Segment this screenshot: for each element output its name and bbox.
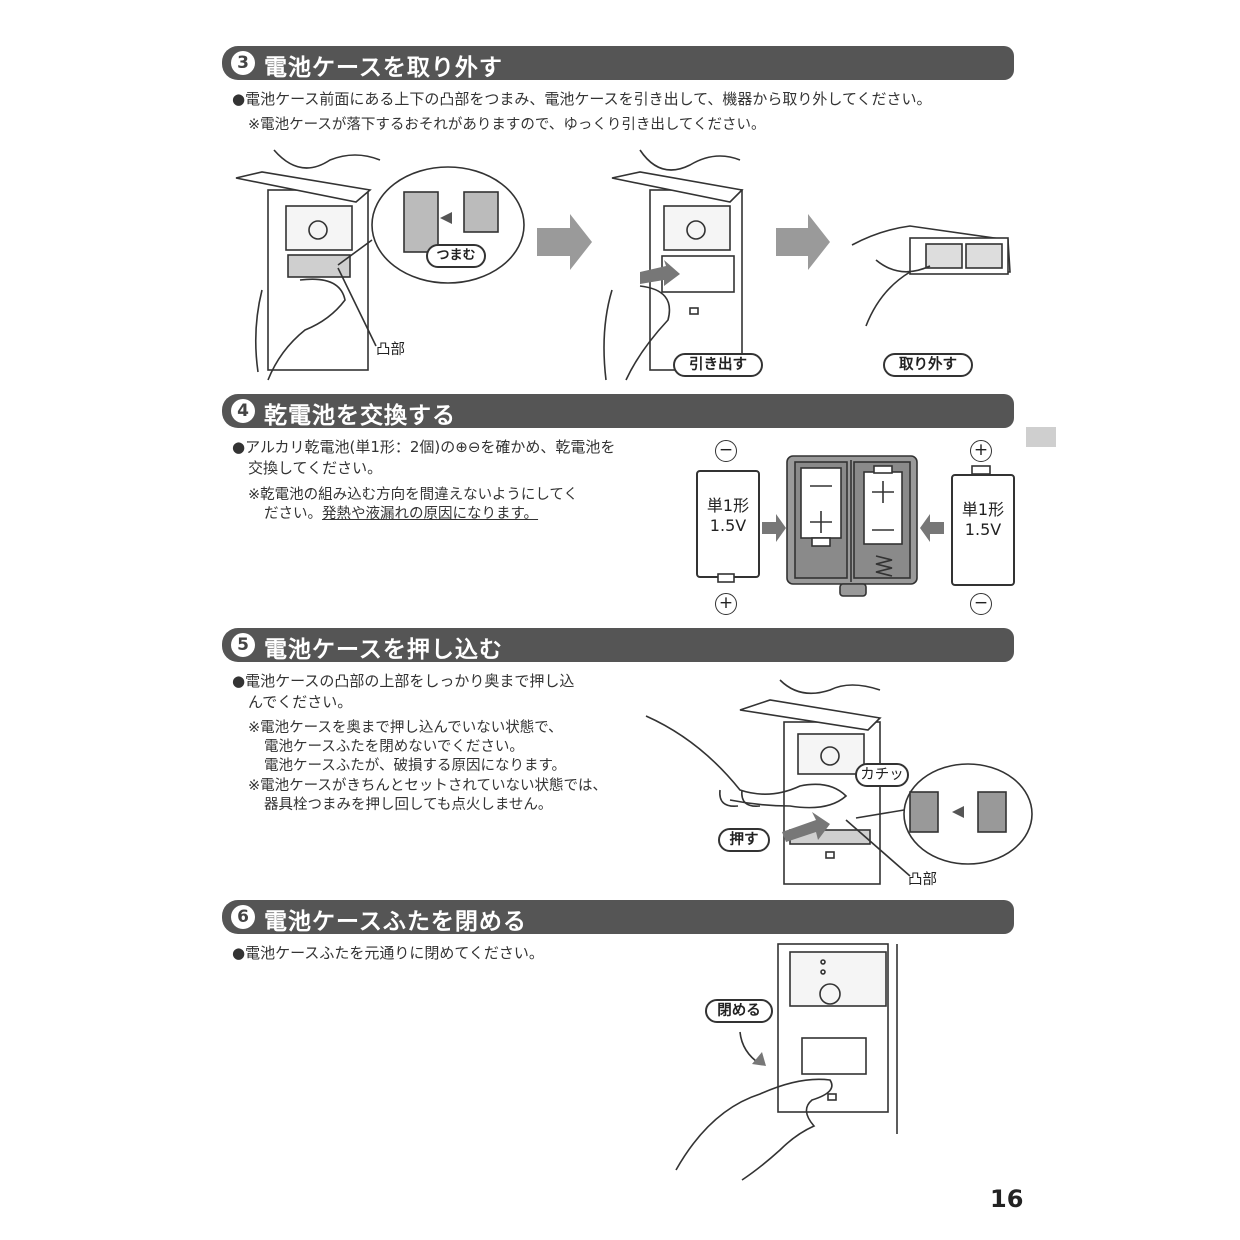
section-3-number: 3 xyxy=(231,51,255,75)
section-6-title: 電池ケースふたを閉める xyxy=(264,909,527,935)
s4-note-1: ※乾電池の組み込む方向を間違えないようにしてく xyxy=(248,487,578,503)
s4-note-2a: ださい。 xyxy=(264,506,322,522)
minus-symbol-left-top: − xyxy=(715,440,737,462)
s3-note: ※電池ケースが落下するおそれがありますので、ゆっくり引き出してください。 xyxy=(248,117,766,133)
battery-right: 単1形 1.5V xyxy=(951,474,1015,586)
push-label: 押す xyxy=(718,828,770,852)
s5-note-3: 電池ケースふたが、破損する原因になります。 xyxy=(264,758,567,774)
s5-note-5: 器具栓つまみを押し回しても点火しません。 xyxy=(264,797,553,813)
battery-left: 単1形 1.5V xyxy=(696,470,760,578)
section-4-number: 4 xyxy=(231,399,255,423)
section-6-number: 6 xyxy=(231,905,255,929)
s4-instruction-1: ●アルカリ乾電池(単1形：2個)の⊕⊖を確かめ、乾電池を xyxy=(232,438,616,456)
section-4-title: 乾電池を交換する xyxy=(264,403,456,429)
section-5-title: 電池ケースを押し込む xyxy=(264,637,503,663)
battery-left-type: 単1形 xyxy=(706,496,750,515)
s4-note-2: ださい。発熱や液漏れの原因になります。 xyxy=(264,505,538,524)
s6-instruction: ●電池ケースふたを元通りに閉めてください。 xyxy=(232,944,544,962)
s5-note-4: ※電池ケースがきちんとセットされていない状態では、 xyxy=(248,778,607,794)
s5-note-1: ※電池ケースを奥まで押し込んでいない状態で、 xyxy=(248,720,563,736)
s3-instruction: ●電池ケース前面にある上下の凸部をつまみ、電池ケースを引き出して、機器から取り外… xyxy=(232,90,932,108)
s4-instruction-2: 交換してください。 xyxy=(248,459,383,477)
click-label: カチッ xyxy=(855,763,909,787)
plus-symbol-left-bottom: + xyxy=(715,593,737,615)
page-number: 16 xyxy=(990,1185,1024,1213)
s3-boss-label: 凸部 xyxy=(376,342,405,358)
section-5-number: 5 xyxy=(231,633,255,657)
pinch-label: つまむ xyxy=(426,244,486,268)
s5-instruction-1: ●電池ケースの凸部の上部をしっかり奥まで押し込 xyxy=(232,672,575,690)
s5-instruction-2: んでください。 xyxy=(248,693,353,711)
pull-out-label: 引き出す xyxy=(673,353,763,377)
section-4-header: 4 乾電池を交換する xyxy=(222,394,1014,429)
battery-right-voltage: 1.5V xyxy=(964,520,1002,539)
section-3-title: 電池ケースを取り外す xyxy=(264,55,503,81)
battery-right-type: 単1形 xyxy=(961,500,1005,519)
remove-label: 取り外す xyxy=(883,353,973,377)
s4-note-2b: 発熱や液漏れの原因になります。 xyxy=(322,506,539,522)
section-3-header: 3 電池ケースを取り外す xyxy=(222,46,1014,81)
section-5-header: 5 電池ケースを押し込む xyxy=(222,628,1014,663)
chapter-tab xyxy=(1026,427,1056,447)
section-6-header: 6 電池ケースふたを閉める xyxy=(222,900,1014,935)
plus-symbol-right-top: + xyxy=(970,440,992,462)
battery-left-voltage: 1.5V xyxy=(709,516,747,535)
close-label: 閉める xyxy=(705,999,773,1023)
s5-boss-label: 凸部 xyxy=(908,872,937,888)
s5-note-2: 電池ケースふたを閉めないでください。 xyxy=(264,739,524,755)
minus-symbol-right-bottom: − xyxy=(970,593,992,615)
